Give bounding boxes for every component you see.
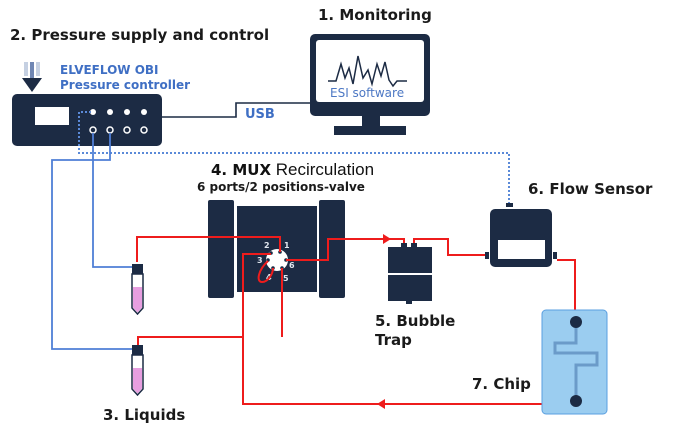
pressure-line-1 [92,133,133,268]
controller-name: ELVEFLOW OBI [60,63,159,77]
microfluidic-chip[interactable] [541,309,608,415]
chip-channel [553,322,599,400]
mux-title-suffix: Recirculation [275,160,375,179]
pressure-controller[interactable] [12,94,162,146]
flow-sensor[interactable] [485,203,557,267]
port-label-5: 5 [283,274,289,283]
waveform-icon [328,55,407,88]
port-label-6: 6 [289,261,295,270]
fluid-line-reservoir1-to-port1 [136,236,281,262]
reservoir-1[interactable] [131,264,144,316]
pressure-line-2 [51,133,133,350]
bubble-trap[interactable] [388,243,432,304]
flow-arrow-return [377,399,385,409]
pressure-supply-arrow [22,62,42,92]
signal-cable-flow-sensor [78,111,510,205]
chip-label: 7. Chip [472,375,531,393]
fluid-line-sensor-to-chip [557,259,576,320]
port-label-3: 3 [257,256,263,265]
controller-outputs-top [90,109,147,115]
bubble-trap-label-line2: Trap [375,331,412,349]
reservoir-2[interactable] [131,345,144,397]
monitoring-label: 1. Monitoring [318,6,432,24]
fluid-line-chip-to-valve [242,337,575,405]
flow-sensor-label: 6. Flow Sensor [528,180,653,198]
monitor[interactable] [310,34,430,135]
fluid-line-port6-to-trap [286,238,405,261]
liquids-label: 3. Liquids [103,406,186,424]
controller-type: Pressure controller [60,78,190,92]
fluid-lines [136,236,576,405]
mux-title-prefix: 4. MUX [211,161,272,179]
mux-title: 4. MUX Recirculation [211,160,374,180]
usb-cable [162,102,312,118]
mux-valve[interactable]: 1 2 3 4 5 6 [208,200,345,298]
fluid-loop-port3-port4 [257,260,274,284]
port-label-1: 1 [284,241,290,250]
bubble-trap-label-line1: 5. Bubble [375,312,456,330]
pressure-supply-label: 2. Pressure supply and control [10,26,270,44]
usb-label: USB [245,107,275,122]
port-label-2: 2 [264,241,270,250]
software-label: ESI software [330,86,405,100]
flow-arrow-to-trap [383,234,391,244]
fluid-line-trap-to-sensor [413,238,488,256]
mux-subtitle: 6 ports/2 positions-valve [197,180,365,194]
